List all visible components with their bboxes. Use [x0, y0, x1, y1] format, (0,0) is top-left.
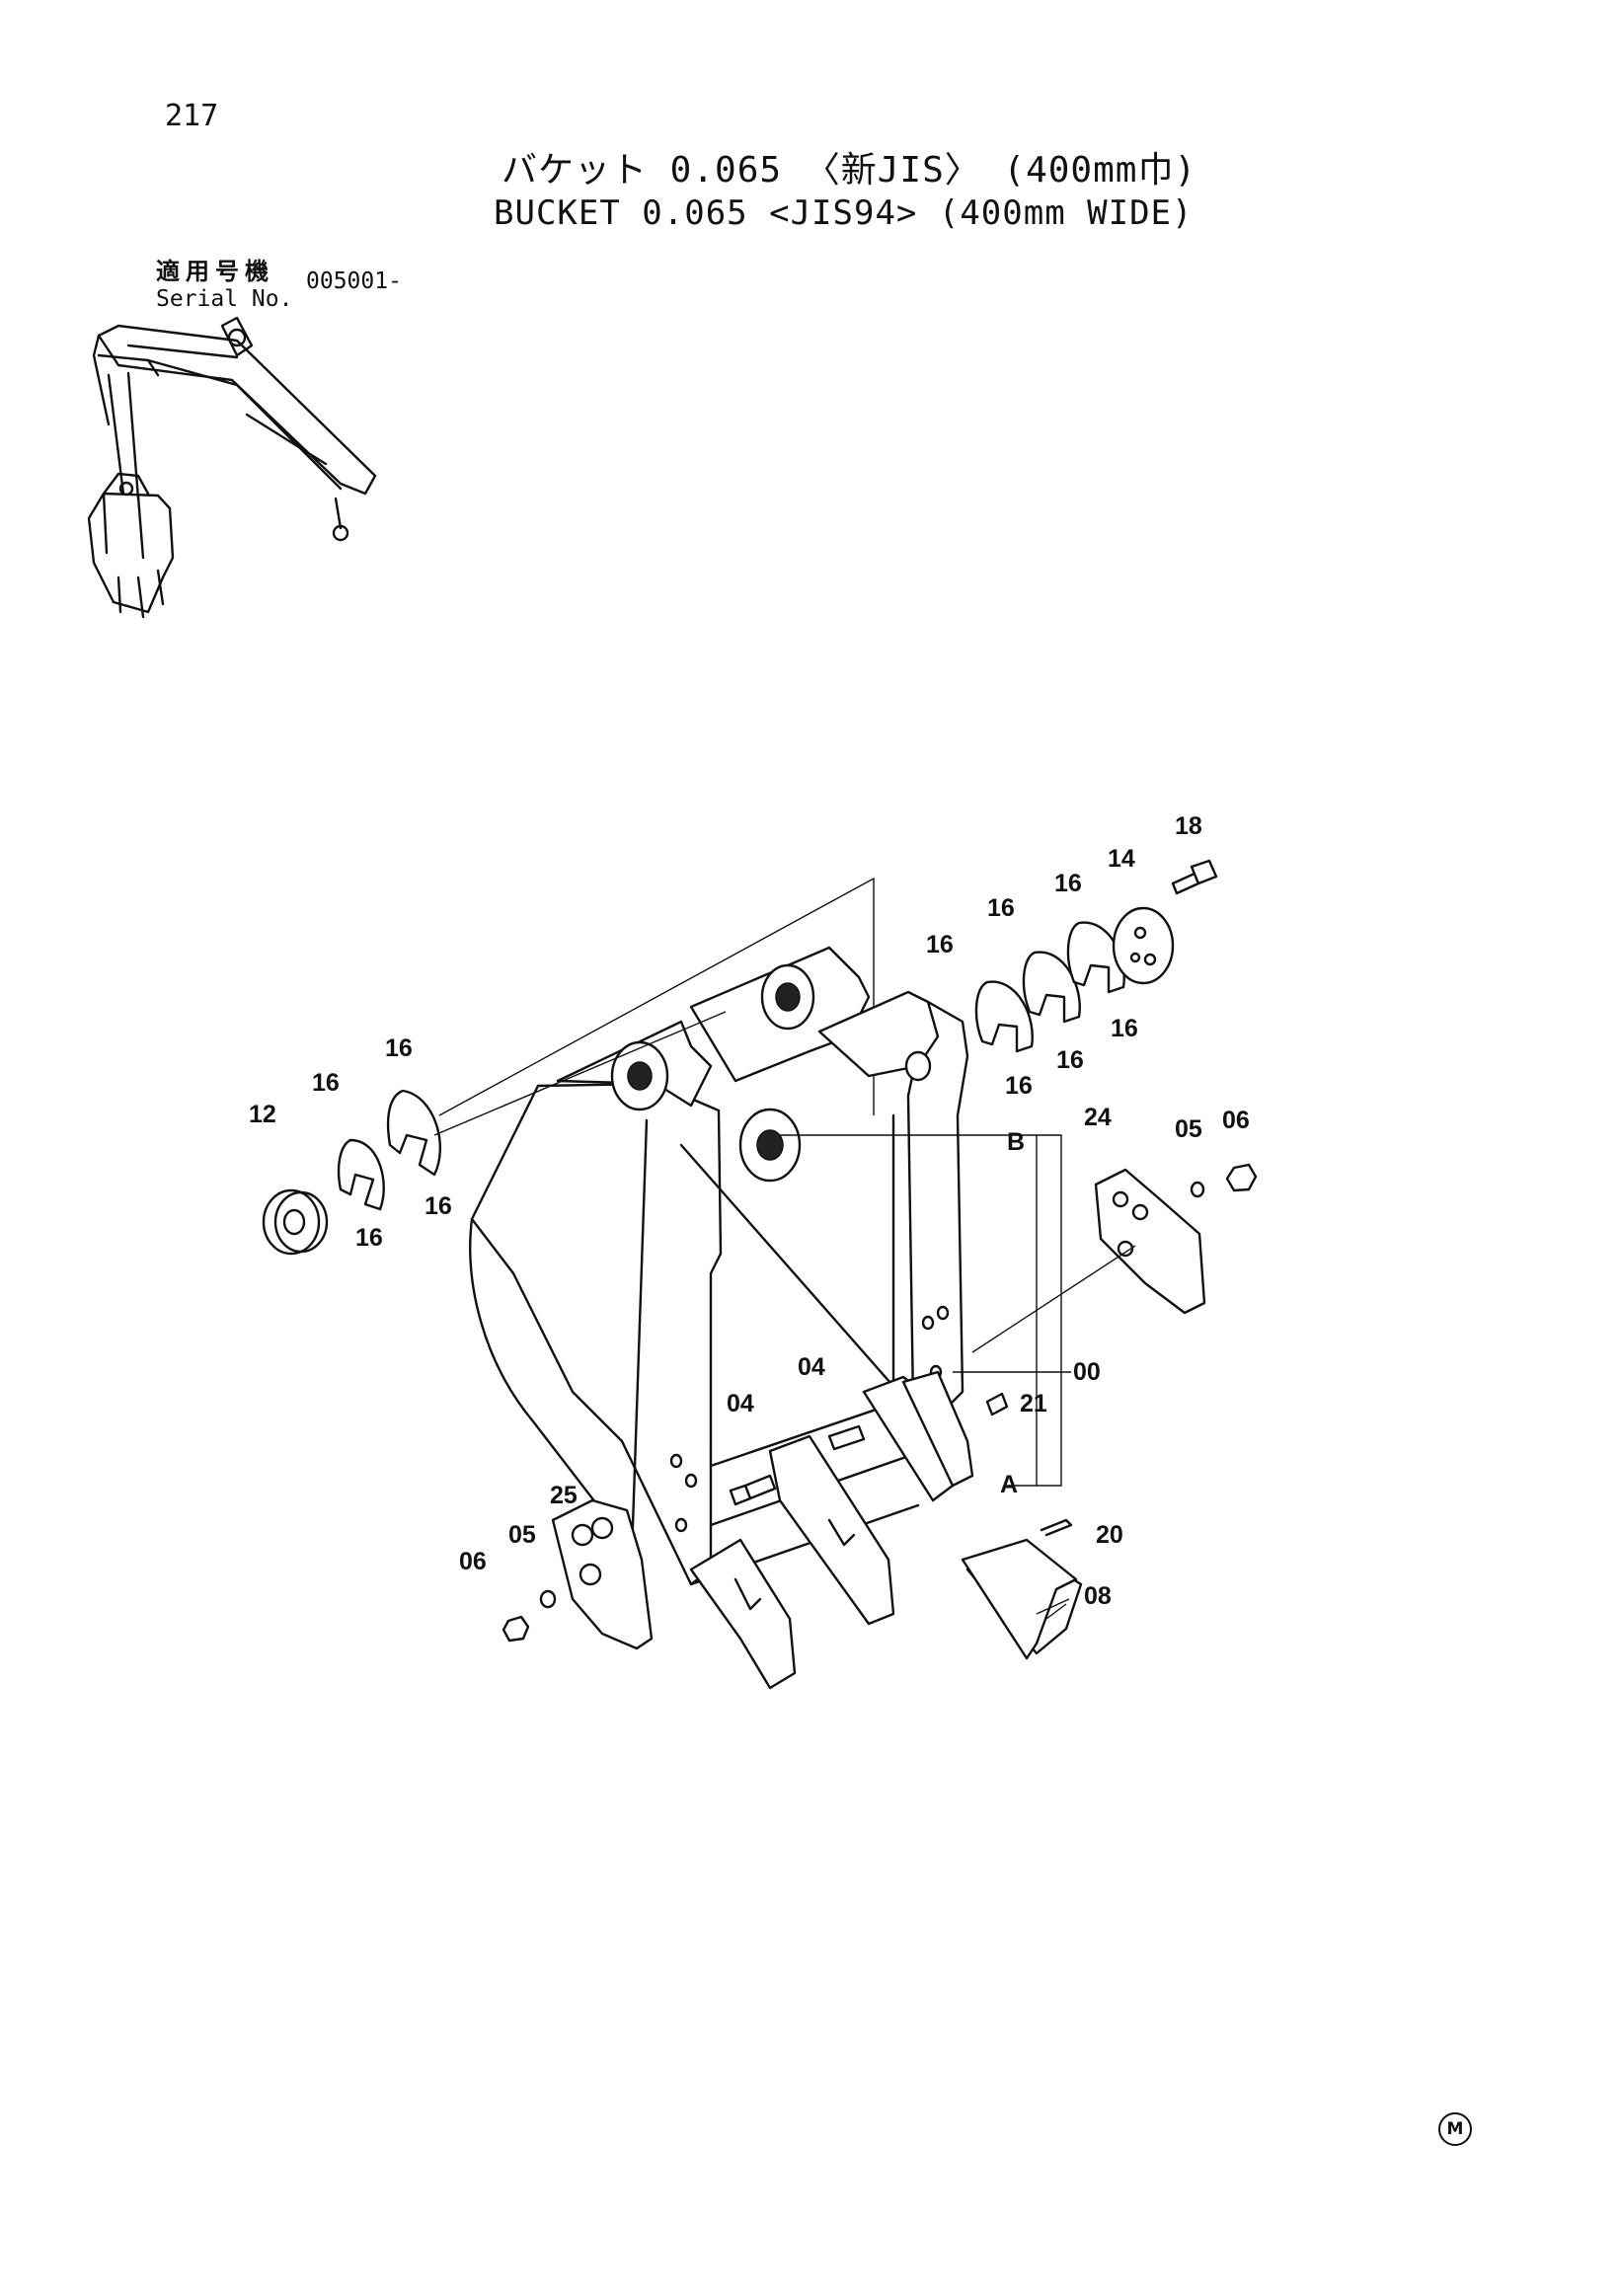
- callout-21: 21: [1020, 1390, 1047, 1417]
- callout-16: 16: [385, 1034, 413, 1062]
- callout-18: 18: [1175, 812, 1202, 840]
- bucket-teeth: [689, 1370, 1083, 1690]
- serial-number-value: 005001-: [306, 268, 402, 294]
- callout-16: 16: [312, 1069, 340, 1097]
- callout-labels: 18 14 16 16 16 16 16 16 16 16 16 16 12 2…: [249, 812, 1250, 1610]
- callout-14: 14: [1108, 845, 1135, 873]
- callout-00: 00: [1073, 1358, 1101, 1386]
- callout-04: 04: [727, 1390, 754, 1417]
- title-english: BUCKET 0.065 <JIS94> (400mm WIDE): [494, 193, 1194, 233]
- callout-B: B: [1007, 1128, 1025, 1156]
- callout-16: 16: [987, 894, 1015, 922]
- callout-08: 08: [1084, 1582, 1112, 1610]
- title-japanese: バケット 0.065 〈新JIS〉 (400mm巾): [501, 150, 1197, 191]
- callout-16: 16: [926, 931, 954, 958]
- model-mark-icon: M: [1438, 2112, 1472, 2146]
- side-cutter-left: [501, 1498, 654, 1650]
- callout-16: 16: [1111, 1015, 1138, 1042]
- left-pin-parts: [262, 1011, 727, 1256]
- serial-label-english: Serial No.: [156, 286, 293, 312]
- callout-16: 16: [424, 1192, 452, 1220]
- callout-16: 16: [1054, 870, 1082, 897]
- page-number: 217: [165, 99, 219, 133]
- serial-label-japanese: 適用号機: [156, 258, 274, 285]
- callout-20: 20: [1096, 1521, 1123, 1549]
- callout-16: 16: [1005, 1072, 1033, 1100]
- side-cutter-right: [971, 1163, 1258, 1353]
- callout-06: 06: [459, 1548, 487, 1575]
- small-fasteners: [729, 1392, 1078, 1660]
- leader-lines: [780, 1134, 1071, 1620]
- right-pin-parts: [974, 859, 1218, 1053]
- excavator-thumbnail-icon: [87, 316, 377, 619]
- callout-16: 16: [1056, 1046, 1084, 1074]
- callout-05: 05: [1175, 1115, 1202, 1143]
- callout-16: 16: [355, 1224, 383, 1252]
- callout-06: 06: [1222, 1107, 1250, 1134]
- callout-A: A: [1000, 1471, 1018, 1498]
- callout-24: 24: [1084, 1104, 1112, 1131]
- callout-25: 25: [550, 1482, 578, 1509]
- callout-04: 04: [798, 1353, 825, 1381]
- callout-05: 05: [508, 1521, 536, 1549]
- callout-12: 12: [249, 1101, 276, 1128]
- bucket-body: [438, 877, 969, 1586]
